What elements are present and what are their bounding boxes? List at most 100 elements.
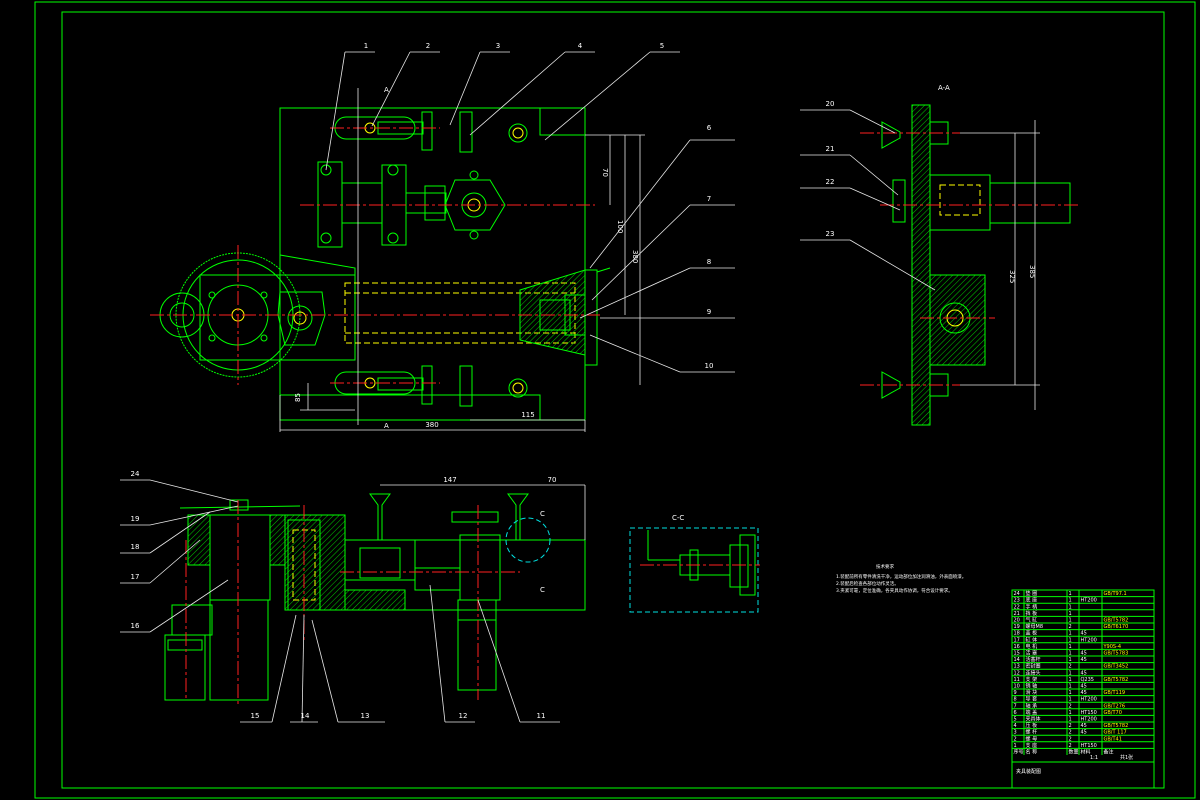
- title-block-cell: 1: [1069, 690, 1072, 696]
- title-block-cell: HT150: [1081, 743, 1097, 749]
- title-block-cell: 1: [1069, 697, 1072, 703]
- title-block-cell: 1: [1014, 743, 1017, 749]
- title-block-cell: HT200: [1081, 637, 1097, 643]
- title-block-cell: 45: [1081, 657, 1087, 663]
- title-block-cell: 导 套: [1026, 696, 1038, 703]
- balloon-16: 16: [131, 622, 140, 630]
- title-block-cell: HT200: [1081, 717, 1097, 723]
- drawing-title: 夹具装配图: [1016, 768, 1041, 775]
- title-block-cell: 6: [1014, 710, 1017, 716]
- title-block-cell: 14: [1014, 657, 1020, 663]
- title-block-cell: 1: [1069, 670, 1072, 676]
- balloon-leaders-top: 1 2 3 4 5 6 7 8 9 10: [325, 42, 735, 373]
- title-block-cell: 1: [1069, 631, 1072, 637]
- title-block-cell: 9: [1014, 690, 1017, 696]
- title-block-cell: 密封圈: [1026, 663, 1041, 670]
- drawing-sheet: 共1张: [1120, 754, 1133, 761]
- title-block-cell: 1: [1069, 604, 1072, 610]
- title-block-cell: 2: [1069, 730, 1072, 736]
- dim-top-right: 115: [521, 411, 534, 419]
- balloon-20: 20: [826, 100, 835, 108]
- title-block-cell: 5: [1014, 717, 1017, 723]
- title-block-cell: Y90S-4: [1103, 644, 1122, 650]
- dim-top-left-small: 85: [294, 393, 302, 402]
- title-block-cell: 活 塞: [1026, 650, 1038, 657]
- title-block-cell: GB/T5782: [1104, 723, 1129, 729]
- title-block-cell: GB/T70: [1104, 710, 1122, 716]
- notes-line-3: 3.夹紧可靠，定位准确，各夹具动作协调，符合设计要求。: [836, 587, 953, 594]
- title-block-cell: 支 架: [1026, 676, 1038, 683]
- balloon-3: 3: [496, 42, 500, 50]
- title-block-cell: 滑 块: [1026, 689, 1038, 696]
- title-block-cell: 45: [1081, 651, 1087, 657]
- balloon-13: 13: [361, 712, 370, 720]
- front-view: 147 70 C C: [164, 476, 586, 705]
- title-block-cell: 端 盖: [1026, 709, 1038, 716]
- title-block-cell: 底 座: [1026, 597, 1038, 604]
- inner-frame: [61, 11, 1165, 789]
- title-block-cell: 3: [1014, 730, 1017, 736]
- title-block-cell: GB/T5783: [1104, 651, 1129, 657]
- section-marker-c-bottom: C: [540, 586, 545, 594]
- title-block-cell: 45: [1081, 670, 1087, 676]
- notes-line-2: 2.装配后检查各部位动作灵活。: [836, 580, 899, 587]
- title-block-cell: 1: [1069, 644, 1072, 650]
- section-marker-a-top: A: [384, 86, 389, 94]
- title-block-cell: 轴 承: [1026, 702, 1038, 709]
- balloon-22: 22: [826, 178, 835, 186]
- section-cc-view: C-C: [629, 514, 760, 613]
- title-block-cell: 8: [1014, 697, 1017, 703]
- title-block-cell: GB/T6170: [1104, 624, 1129, 630]
- balloon-leaders-front: 24 19 18 17 16 15 14 13 12 11: [120, 470, 560, 723]
- balloon-12: 12: [459, 712, 468, 720]
- title-block-cell: 24: [1014, 591, 1020, 597]
- balloon-9: 9: [707, 308, 711, 316]
- title-block-cell: 17: [1014, 637, 1020, 643]
- title-block-cell: 2: [1069, 723, 1072, 729]
- dim-aa-v2: 385: [1028, 265, 1036, 278]
- title-block-cell: 23: [1014, 598, 1020, 604]
- balloon-19: 19: [131, 515, 140, 523]
- section-marker-a-bottom: A: [384, 422, 389, 430]
- title-block-cell: 压 板: [1026, 722, 1038, 729]
- title-block-cell: 45: [1081, 690, 1087, 696]
- title-block-cell: 2: [1014, 736, 1017, 742]
- title-block-cell: 缸 体: [1026, 636, 1038, 643]
- title-block-cell: 2: [1069, 624, 1072, 630]
- title-block-cell: 盖 板: [1026, 630, 1038, 637]
- title-block-cell: 手 柄: [1026, 603, 1038, 610]
- balloon-2: 2: [426, 42, 430, 50]
- title-block-cell: 夹具体: [1026, 716, 1041, 723]
- balloon-11: 11: [537, 712, 546, 720]
- outer-frame: [34, 1, 1196, 799]
- balloon-6: 6: [707, 124, 712, 132]
- title-block-cell: GB/T5782: [1104, 677, 1129, 683]
- title-block-cell: Q235: [1081, 677, 1094, 683]
- title-block-cell: GB/T119: [1104, 690, 1126, 696]
- balloon-17: 17: [131, 573, 140, 581]
- section-marker-c-top: C: [540, 510, 545, 518]
- title-block-cell: 11: [1014, 677, 1020, 683]
- balloon-5: 5: [660, 42, 664, 50]
- title-block-cell: 22: [1014, 604, 1020, 610]
- title-block-cell: 支 座: [1026, 742, 1038, 749]
- title-block-cell: 气 缸: [1026, 617, 1038, 624]
- title-block-header-cell: 材料: [1081, 749, 1091, 756]
- dim-front-h2: 70: [548, 476, 557, 484]
- title-block-cell: 1: [1069, 717, 1072, 723]
- title-block-cell: 1: [1069, 637, 1072, 643]
- title-block-cell: 2: [1069, 736, 1072, 742]
- title-block-cell: 1: [1069, 591, 1072, 597]
- title-block-cell: GB/T 117: [1104, 730, 1127, 736]
- title-block-cell: GB/T5782: [1104, 618, 1129, 624]
- section-cc-title: C-C: [672, 514, 684, 522]
- notes-line-1: 1.装配前所有零件清洗干净，运动部位加注润滑油，外表面喷漆。: [836, 573, 966, 580]
- dim-top-width: 380: [425, 421, 438, 429]
- title-block-header-cell: 数量: [1069, 749, 1079, 756]
- title-block-cell: 4: [1014, 723, 1017, 729]
- title-block-cell: 19: [1014, 624, 1020, 630]
- title-block-cell: 12: [1014, 670, 1020, 676]
- title-block-cell: 销 轴: [1026, 683, 1038, 690]
